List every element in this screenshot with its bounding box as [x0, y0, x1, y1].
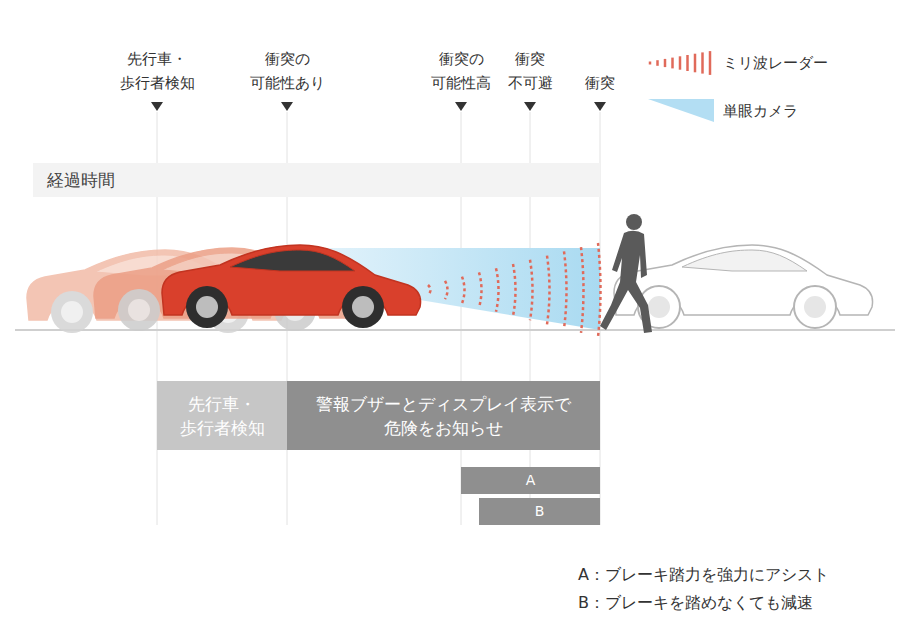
- car-window: [682, 250, 807, 271]
- note-text: A：ブレーキ踏力を強力にアシスト: [578, 563, 829, 587]
- timeline-label: 衝突の 可能性あり: [250, 47, 325, 95]
- marker-triangle: [151, 102, 163, 111]
- marker-triangle: [594, 102, 606, 111]
- radar-wave: [462, 277, 465, 304]
- radar-sample: [686, 55, 689, 71]
- radar-wave: [581, 247, 584, 333]
- camera-beam: [315, 248, 600, 330]
- legend-text: 単眼カメラ: [723, 99, 798, 123]
- radar-sample: [694, 54, 697, 73]
- pedestrian: [600, 214, 652, 333]
- car-hub: [648, 296, 670, 318]
- car-window: [230, 250, 355, 271]
- pedestrian-body: [600, 231, 652, 333]
- timeline-label: 衝突 不可避: [508, 47, 553, 95]
- radar-wave: [445, 281, 448, 299]
- legend-samples: [648, 51, 714, 122]
- box-text: 経過時間: [47, 168, 115, 192]
- time-band: 経過時間: [33, 163, 600, 197]
- note-text: B：ブレーキを踏めなくても減速: [578, 591, 813, 615]
- radar-wave: [496, 268, 499, 312]
- radar-wave: [530, 260, 533, 320]
- car: [614, 245, 873, 328]
- time-markers: [151, 102, 606, 111]
- box-text: A: [526, 469, 536, 492]
- car-wheel: [342, 286, 384, 328]
- brake-bar: B: [479, 498, 600, 525]
- radar-waves: [428, 243, 601, 337]
- marker-triangle: [524, 102, 536, 111]
- radar-wave: [428, 285, 431, 295]
- radar-sample: [709, 51, 712, 75]
- camera-swatch: [648, 99, 714, 122]
- radar-wave: [598, 243, 601, 337]
- timeline-label: 衝突の 可能性高: [431, 47, 491, 95]
- car-hub: [128, 299, 150, 321]
- radar-sample: [701, 52, 704, 73]
- radar-sample: [664, 59, 667, 67]
- radar-wave: [547, 256, 550, 325]
- car-wheel: [186, 286, 228, 328]
- pedestrian-head: [626, 214, 642, 230]
- car-hub: [352, 296, 374, 318]
- box-text: 警報ブザーとディスプレイ表示で 危険をお知らせ: [316, 392, 571, 440]
- radar-sample: [679, 56, 682, 69]
- radar-sample: [671, 58, 674, 69]
- cars: [162, 245, 873, 328]
- marker-triangle: [281, 102, 293, 111]
- car-wheel: [794, 286, 836, 328]
- car-wheel: [51, 291, 93, 333]
- car: [162, 245, 421, 328]
- box-text: B: [535, 500, 545, 523]
- car-hub: [196, 296, 218, 318]
- box-text: 先行車・ 歩行者検知: [180, 392, 265, 440]
- car-hub: [804, 296, 826, 318]
- assist-bar: A: [461, 467, 600, 494]
- alert-box: 警報ブザーとディスプレイ表示で 危険をお知らせ: [287, 381, 600, 450]
- car-wheel: [118, 289, 160, 331]
- radar-sample: [649, 62, 652, 65]
- radar-sample: [656, 60, 659, 66]
- radar-wave: [564, 251, 567, 328]
- detect-box: 先行車・ 歩行者検知: [157, 381, 287, 450]
- radar-wave: [513, 264, 516, 316]
- timeline-label: 衝突: [585, 71, 615, 95]
- legend-text: ミリ波レーダー: [723, 51, 828, 75]
- car-hub: [61, 301, 83, 323]
- radar-wave: [479, 272, 482, 307]
- timeline-label: 先行車・ 歩行者検知: [120, 47, 195, 95]
- marker-triangle: [455, 102, 467, 111]
